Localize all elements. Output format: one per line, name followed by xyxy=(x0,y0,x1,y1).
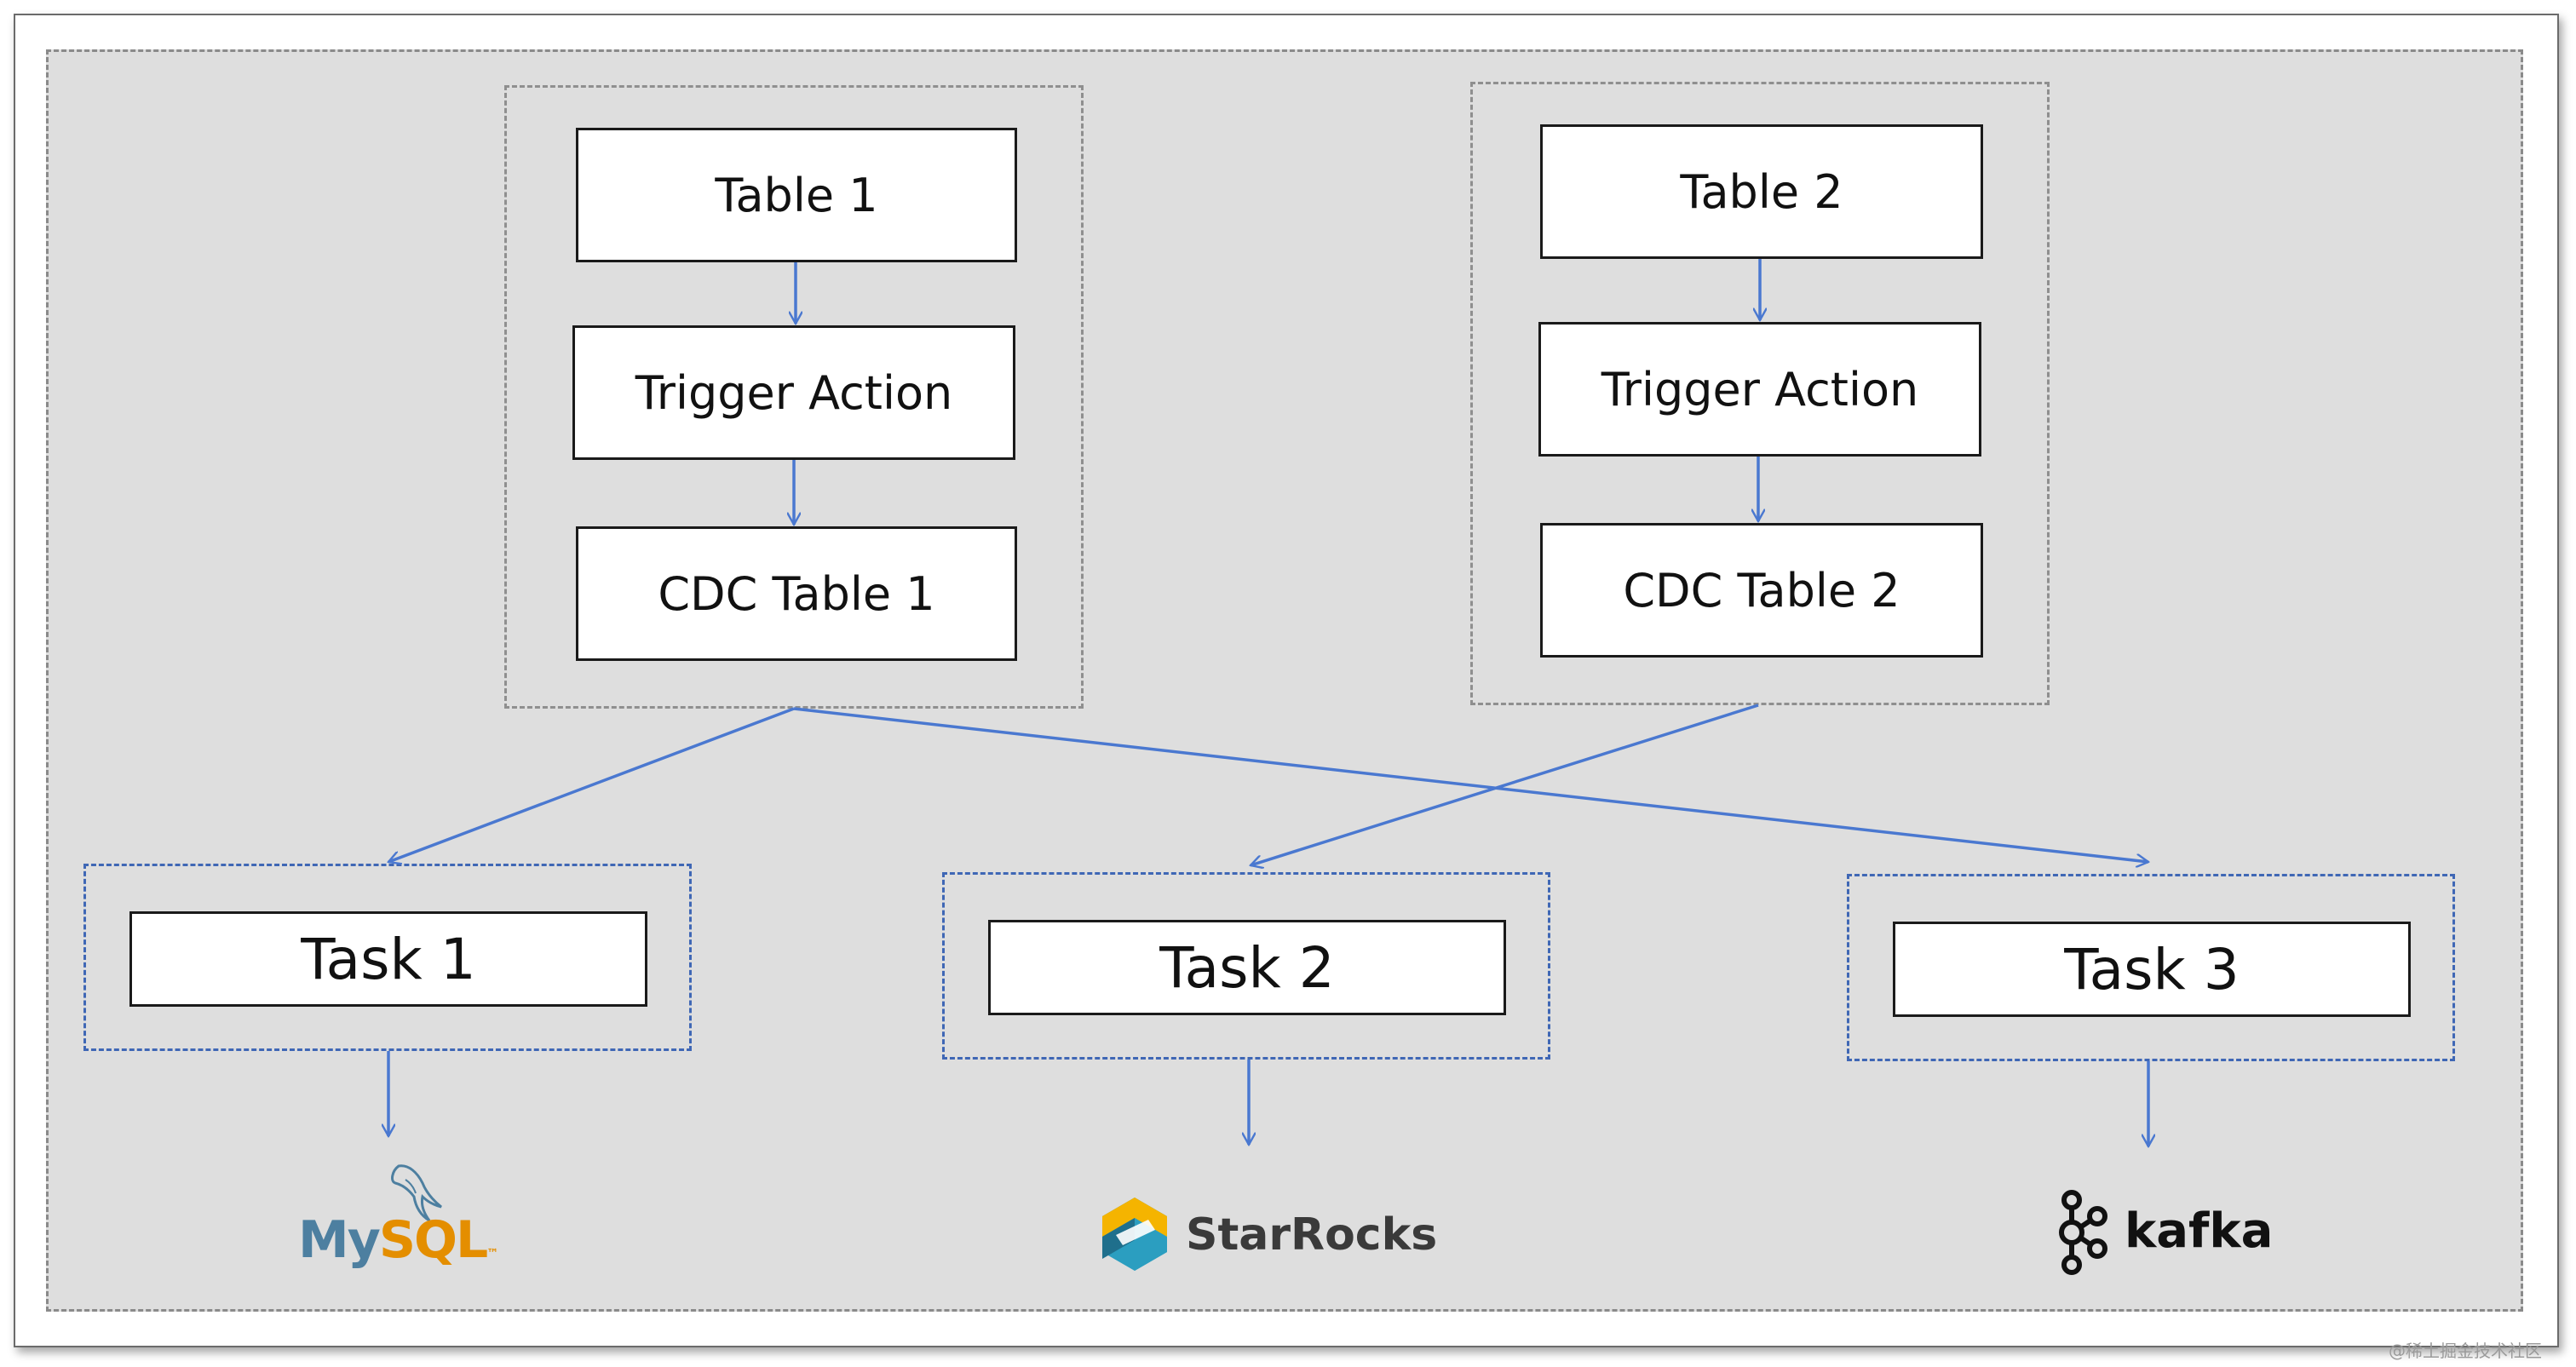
arrow-group2-to-task2 xyxy=(1251,704,1759,865)
task1-node: Task 1 xyxy=(129,911,647,1007)
starrocks-text: StarRocks xyxy=(1186,1209,1438,1261)
task3-group xyxy=(1847,874,2455,1061)
trigger-action-1-node: Trigger Action xyxy=(572,325,1015,460)
mysql-sql-text: SQL xyxy=(378,1210,488,1270)
mysql-logo: MySQL™ xyxy=(298,1154,498,1273)
mysql-dolphin-icon xyxy=(391,1164,442,1222)
table2-node: Table 2 xyxy=(1540,124,1983,259)
starrocks-logo: StarRocks xyxy=(1099,1192,1440,1278)
kafka-nodes-icon xyxy=(2059,1190,2107,1275)
starrocks-hexagon-icon xyxy=(1102,1198,1167,1271)
kafka-text: kafka xyxy=(2125,1203,2274,1259)
diagram-canvas xyxy=(46,49,2523,1312)
mysql-my-text: My xyxy=(298,1210,381,1270)
arrow-group1-to-task3 xyxy=(793,707,2148,862)
table1-group xyxy=(504,85,1084,709)
watermark-text: @稀土掘金技术社区 xyxy=(2389,1341,2542,1361)
task3-node: Task 3 xyxy=(1893,922,2411,1017)
arrow-group1-to-task1 xyxy=(388,707,795,862)
cdc-table2-node: CDC Table 2 xyxy=(1540,523,1983,658)
table1-node: Table 1 xyxy=(576,128,1017,262)
mysql-tm-text: ™ xyxy=(486,1247,498,1261)
cdc-table1-node: CDC Table 1 xyxy=(576,526,1017,661)
table2-group xyxy=(1470,82,2050,705)
task2-group xyxy=(942,872,1550,1060)
task2-node: Task 2 xyxy=(988,920,1506,1015)
kafka-logo: kafka xyxy=(2053,1188,2274,1282)
trigger-action-2-node: Trigger Action xyxy=(1538,322,1981,457)
